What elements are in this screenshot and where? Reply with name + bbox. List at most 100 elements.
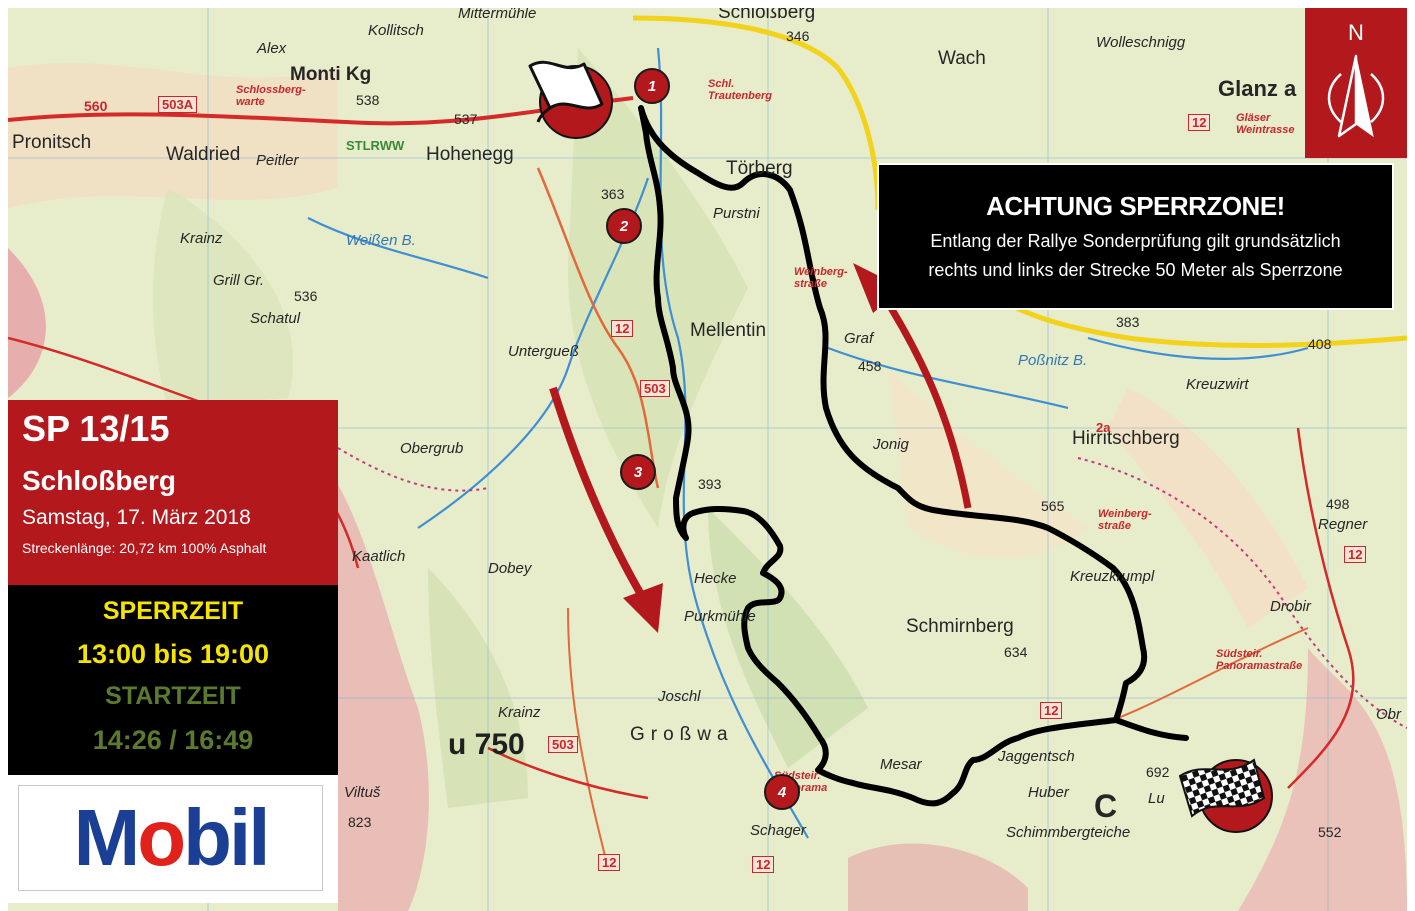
place-label: Weinberg-straße xyxy=(794,266,848,290)
place-label: Purstni xyxy=(713,205,760,222)
place-label: Peitler xyxy=(256,152,299,169)
place-label: C xyxy=(1094,788,1118,824)
startzeit-label: STARTZEIT xyxy=(105,682,241,710)
place-label: Kreuzkrumpl xyxy=(1070,568,1155,585)
elevation-label: 408 xyxy=(1308,336,1332,352)
place-label: Graf xyxy=(844,330,874,347)
mobil-logo[interactable]: Mobil xyxy=(18,785,323,891)
elevation-label: 393 xyxy=(698,476,722,492)
border-line xyxy=(1077,457,1407,729)
road-number: 12 xyxy=(1040,702,1063,719)
checkpoint-marker-4[interactable]: 4 xyxy=(764,774,800,810)
elevation-label: 536 xyxy=(294,288,318,304)
compass-label: N xyxy=(1348,20,1364,45)
place-label: Waldried xyxy=(166,144,241,165)
place-label: Schl. Trautenberg xyxy=(708,78,772,102)
times-panel: SPERRZEIT 13:00 bis 19:00 STARTZEIT 14:2… xyxy=(8,585,338,775)
warning-line-2: rechts und links der Strecke 50 Meter al… xyxy=(928,260,1343,280)
place-label: Schimmbergteiche xyxy=(1006,824,1131,841)
place-label: Hecke xyxy=(694,570,737,587)
place-label: Jonig xyxy=(873,436,909,453)
place-label: Wolleschnigg xyxy=(1096,34,1186,51)
checkpoint-marker-2[interactable]: 2 xyxy=(606,208,642,244)
road-number: 12 xyxy=(611,320,634,337)
place-label: Jaggentsch xyxy=(998,748,1075,765)
place-label: Untergueß xyxy=(508,343,579,360)
place-label: Weinberg-straße xyxy=(1098,508,1152,532)
start-flag-icon[interactable] xyxy=(524,46,620,142)
place-label: Gläser Weintrasse xyxy=(1236,112,1295,136)
place-label: u 750 xyxy=(448,728,525,761)
sperrzeit-label: SPERRZEIT xyxy=(102,597,244,625)
elevation-label: 346 xyxy=(786,28,810,44)
place-label: Dobey xyxy=(488,560,532,577)
elevation-label: 692 xyxy=(1146,764,1170,780)
place-label: Mittermühle xyxy=(458,8,537,22)
road-number: 503 xyxy=(548,736,578,753)
place-label: Schatul xyxy=(250,310,301,327)
elevation-label: 363 xyxy=(601,186,625,202)
place-label: Purkmühle xyxy=(684,608,756,625)
elevation-label: 498 xyxy=(1326,496,1350,512)
warning-title: ACHTUNG SPERRZONE! xyxy=(986,191,1285,221)
stage-length: Streckenlänge: 20,72 km 100% Asphalt xyxy=(22,540,267,556)
road-number: 12 xyxy=(598,854,621,871)
checkpoint-marker-3[interactable]: 3 xyxy=(620,454,656,490)
place-label: Hohenegg xyxy=(426,144,514,165)
place-label: Großwa xyxy=(630,724,734,745)
place-label: Monti Kg xyxy=(290,64,372,85)
place-label: Regner xyxy=(1318,516,1368,533)
road-number: 12 xyxy=(752,856,775,873)
warning-line-1: Entlang der Rallye Sonderprüfung gilt gr… xyxy=(930,231,1341,251)
place-label: Obergrub xyxy=(400,440,464,457)
place-label: Wach xyxy=(938,48,986,69)
place-label: Krainz xyxy=(180,230,223,247)
place-label: Schlossberg-warte xyxy=(236,84,306,108)
place-label: Törberg xyxy=(726,158,793,179)
water-label: Weißen B. xyxy=(346,232,416,249)
sperrzeit-value: 13:00 bis 19:00 xyxy=(76,639,270,669)
stage-date: Samstag, 17. März 2018 xyxy=(22,506,251,529)
stage-name: Schloßberg xyxy=(22,465,177,496)
elevation-label: 552 xyxy=(1318,824,1342,840)
startzeit-value: 14:26 / 16:49 xyxy=(92,725,254,755)
place-label: Mellentin xyxy=(690,320,767,341)
place-label: Schager xyxy=(750,822,806,839)
place-label: Kaatlich xyxy=(352,548,406,565)
north-arrow-icon xyxy=(1321,52,1391,142)
map-graphics xyxy=(8,8,1407,911)
place-label: Obr xyxy=(1376,706,1402,723)
elevation-label: 634 xyxy=(1004,644,1028,660)
checkpoint-marker-1[interactable]: 1 xyxy=(634,68,670,104)
place-label: Lu xyxy=(1148,790,1165,807)
stage-code: SP 13/15 xyxy=(22,408,170,449)
place-label: Alex xyxy=(257,40,287,57)
sponsor-logo-panel: Mobil xyxy=(8,775,338,903)
rally-route xyxy=(638,105,1148,807)
elevation-label: 538 xyxy=(356,92,380,108)
place-label: Südsteir. Panoramastraße xyxy=(1216,648,1303,672)
road-number: 560 xyxy=(84,98,108,114)
direction-arrow-down xyxy=(549,386,663,633)
checkered-flag-icon[interactable] xyxy=(1176,746,1276,838)
water-label: Poßnitz B. xyxy=(1018,352,1088,369)
place-label: Kreuzwirt xyxy=(1186,376,1249,393)
place-label: Huber xyxy=(1028,784,1069,801)
place-label: Grill Gr. xyxy=(213,272,265,289)
stage-info-panel: SP 13/15 Schloßberg Samstag, 17. März 20… xyxy=(8,400,338,585)
place-label: Krainz xyxy=(498,704,541,721)
terrain-shading xyxy=(8,48,1407,911)
place-label: Pronitsch xyxy=(12,132,92,153)
place-label: Kollitsch xyxy=(368,22,424,39)
place-label: Mesar xyxy=(880,756,922,773)
place-label: Hirritschberg xyxy=(1072,428,1180,449)
mobil-logo-text: Mobil xyxy=(73,793,271,882)
place-label: Schmirnberg xyxy=(906,616,1014,637)
elevation-label: 383 xyxy=(1116,314,1140,330)
elevation-label: 823 xyxy=(348,814,372,830)
place-label: Schloßberg xyxy=(718,8,816,23)
road-number: 12 xyxy=(1188,114,1211,131)
place-label: Drobir xyxy=(1270,598,1311,615)
place-label: Joschl xyxy=(658,688,701,705)
elevation-label: 458 xyxy=(858,358,882,374)
